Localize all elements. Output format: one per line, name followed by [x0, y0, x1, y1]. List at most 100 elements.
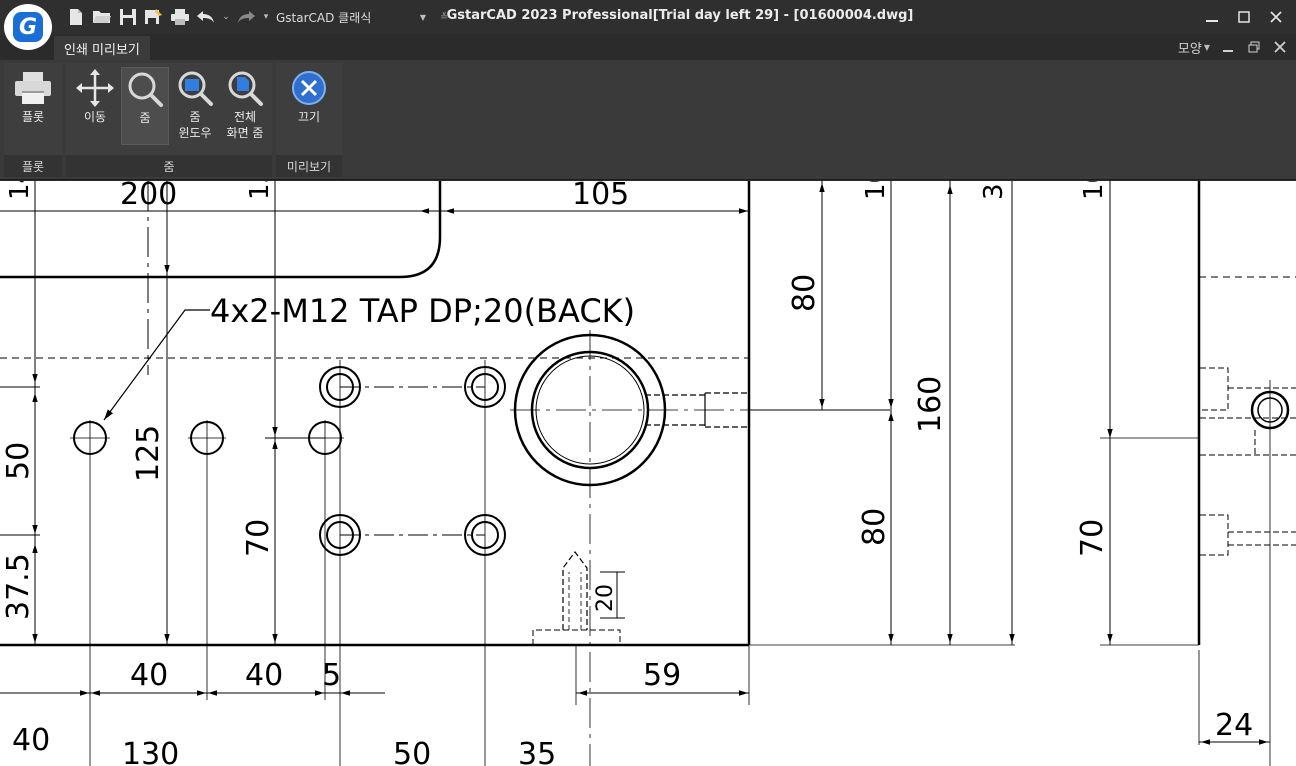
- dim-text: 40: [12, 723, 50, 758]
- dim-text: 3: [979, 183, 1009, 200]
- dim-text: 70: [1075, 519, 1110, 557]
- dim-text: 59: [643, 658, 681, 693]
- zoom-window-label-line1: 줌: [189, 110, 201, 124]
- plot-panel-caption: 플롯: [4, 155, 62, 177]
- save-icon[interactable]: [116, 6, 140, 28]
- close-preview-button[interactable]: 끄기: [285, 67, 333, 145]
- gstarcad-logo-icon: G: [13, 12, 43, 42]
- tapped-hole: [562, 551, 588, 630]
- quick-access-toolbar: ⌄ ▾ GstarCAD 클래식 ▼ ≚: [64, 6, 448, 28]
- chevron-down-icon[interactable]: ▼: [1203, 42, 1210, 52]
- tab-print-preview[interactable]: 인쇄 미리보기: [54, 36, 150, 60]
- chevron-down-icon: ▼: [419, 12, 426, 22]
- preview-panel-caption: 미리보기: [276, 155, 342, 177]
- dim-text: 40: [130, 658, 168, 693]
- workspace-label: GstarCAD 클래식: [276, 10, 372, 25]
- app-menu-button[interactable]: G: [4, 4, 52, 50]
- tap-annotation: 4x2-M12 TAP DP;20(BACK): [210, 292, 635, 330]
- zoom-icon: [123, 68, 167, 110]
- drawing-canvas[interactable]: 200 105 4x2-M12 TAP DP;20(BACK) 40 40 40…: [0, 181, 1296, 766]
- close-preview-icon: [287, 67, 331, 109]
- center-line: [340, 386, 485, 536]
- customize-toolbar-icon[interactable]: ≚: [440, 11, 449, 23]
- dim-text: 10: [1079, 181, 1109, 200]
- dim-text: 160: [913, 376, 948, 433]
- save-as-icon[interactable]: [142, 6, 166, 28]
- maximize-icon[interactable]: [1232, 6, 1256, 28]
- side-detail: [1200, 367, 1296, 411]
- window-title: GstarCAD 2023 Professional[Trial day lef…: [446, 8, 914, 23]
- dim-text: 200: [120, 181, 177, 212]
- close-icon[interactable]: [1264, 6, 1288, 28]
- ext-line: [575, 645, 750, 705]
- dim-text: 80: [787, 274, 822, 312]
- open-folder-icon[interactable]: [90, 6, 114, 28]
- vertical-dimension-texts: 50 37.5 14 125 15 70 20 80 10 160 3 80 1…: [1, 181, 1110, 620]
- dimension-texts: 200 105 4x2-M12 TAP DP;20(BACK) 40 40 40…: [12, 181, 1253, 766]
- dim-text: 15: [245, 181, 275, 200]
- zoom-extents-label-line1: 전체: [233, 110, 257, 124]
- ribbon-tab-bar: 인쇄 미리보기 모양 ▼: [0, 34, 1296, 60]
- new-file-icon[interactable]: [64, 6, 88, 28]
- dim-text: 35: [518, 737, 556, 766]
- cad-drawing: 200 105 4x2-M12 TAP DP;20(BACK) 40 40 40…: [0, 181, 1296, 766]
- dim-text: 50: [393, 737, 431, 766]
- boss-inner: [535, 355, 645, 465]
- document-controls: 모양 ▼: [1178, 36, 1288, 58]
- style-menu[interactable]: 모양: [1177, 41, 1202, 57]
- hole-centers: [70, 420, 344, 456]
- zoom-button[interactable]: 줌: [121, 67, 169, 145]
- dim-text: 10: [861, 181, 891, 200]
- ext-line: [89, 456, 326, 766]
- zoom-button-label: 줌: [139, 111, 151, 125]
- dim-text: 50: [1, 442, 36, 480]
- zoom-extents-icon: [223, 67, 267, 109]
- minimize-icon[interactable]: [1200, 6, 1224, 28]
- undo-dropdown-icon[interactable]: ⌄: [222, 12, 230, 22]
- zoom-extents-label-line2: 화면 줌: [226, 126, 264, 140]
- zoom-window-label-line2: 윈도우: [178, 126, 212, 140]
- dim-text: 24: [1215, 708, 1253, 743]
- preview-panel: 끄기 미리보기: [276, 63, 342, 177]
- side-detail: [1200, 514, 1296, 556]
- dim-text: 40: [245, 658, 283, 693]
- doc-close-icon[interactable]: [1272, 39, 1288, 55]
- redo-icon[interactable]: [234, 6, 258, 28]
- plot-button-label: 플롯: [21, 110, 45, 124]
- title-bar: ⌄ ▾ GstarCAD 클래식 ▼ ≚ GstarCAD 2023 Profe…: [0, 0, 1296, 34]
- ext-line: [0, 386, 40, 536]
- dim-text: 20: [593, 584, 618, 612]
- tapped-hole: [568, 572, 582, 630]
- pan-icon: [73, 67, 117, 109]
- dim-text: 5: [322, 658, 341, 693]
- close-preview-label: 끄기: [297, 110, 321, 124]
- zoom-panel-caption: 줌: [66, 155, 272, 177]
- doc-restore-icon[interactable]: [1246, 39, 1262, 55]
- undo-icon[interactable]: [194, 6, 218, 28]
- leader-line: [103, 309, 210, 421]
- ext-line: [1198, 380, 1271, 766]
- dim-text: 70: [241, 519, 276, 557]
- pan-button-label: 이동: [83, 110, 107, 124]
- redo-dropdown-icon[interactable]: ▾: [263, 12, 269, 22]
- printer-icon: [11, 67, 55, 109]
- print-icon[interactable]: [168, 6, 192, 28]
- doc-minimize-icon[interactable]: [1220, 39, 1236, 55]
- part-outline-top: [0, 181, 442, 279]
- pan-button[interactable]: 이동: [71, 67, 119, 145]
- dim-text: 14: [5, 181, 35, 200]
- plot-button[interactable]: 플롯: [9, 67, 57, 145]
- plot-panel: 플롯 플롯: [4, 63, 62, 177]
- workspace-select[interactable]: GstarCAD 클래식 ▼: [276, 6, 432, 28]
- ext-line: [1100, 437, 1200, 646]
- dim-text: 125: [131, 425, 166, 482]
- zoom-window-icon: [173, 67, 217, 109]
- dim-text: 105: [572, 181, 629, 212]
- counterbore-holes: [319, 366, 506, 556]
- side-detail: [1200, 417, 1296, 456]
